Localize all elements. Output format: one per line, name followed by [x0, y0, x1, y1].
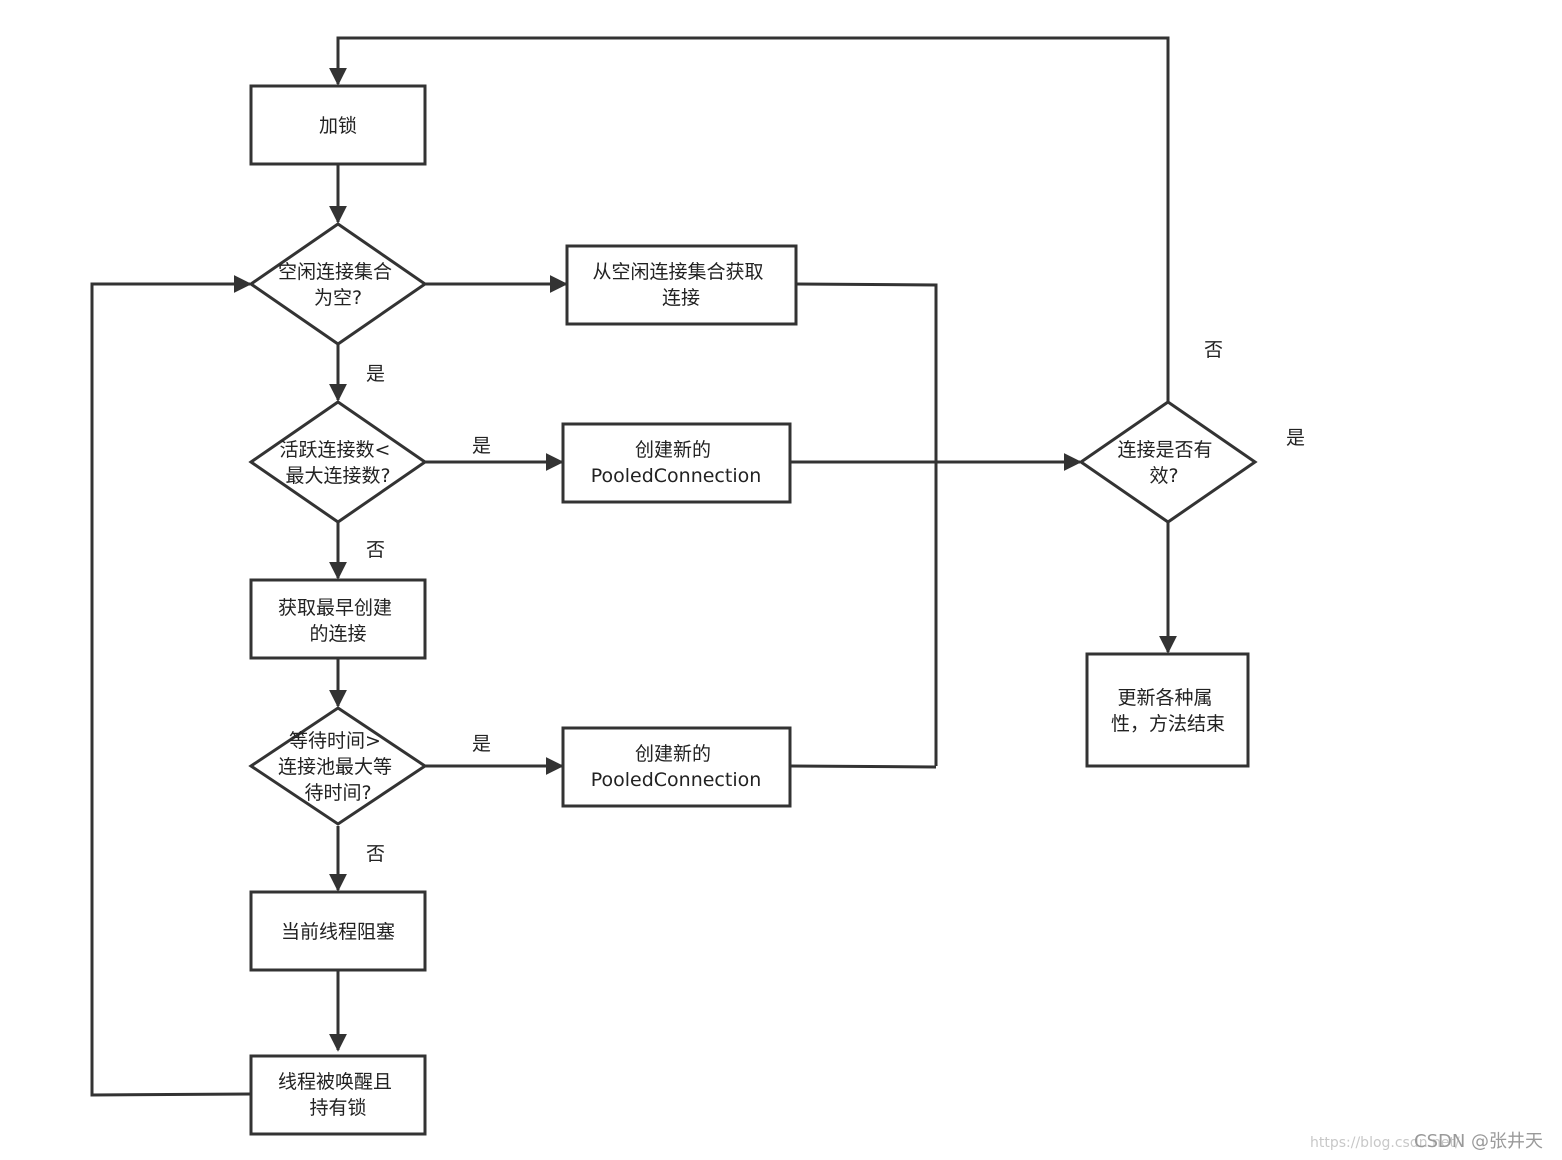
node-text-line: 为空? — [314, 287, 362, 309]
process-box — [249, 578, 427, 660]
edge-get-idle-to-merge — [795, 282, 938, 766]
node-text: 线程被唤醒且 持有锁 — [278, 1071, 398, 1119]
decision-idle-empty: 空闲连接集合 为空? — [248, 222, 428, 346]
label-valid-no: 否 — [1204, 339, 1223, 361]
decision-diamond — [1078, 400, 1258, 524]
node-text-line: 连接是否有 — [1117, 439, 1212, 461]
watermark-url: https://blog.csdn.net/ — [1310, 1135, 1460, 1151]
node-text: 等待时间> 连接池最大等 待时间? — [278, 730, 398, 804]
node-text-line: 连接 — [662, 287, 700, 309]
node-create-new-2: 创建新的 PooledConnection — [561, 726, 792, 808]
node-text-line: 最大连接数? — [285, 465, 390, 487]
node-text: 加锁 — [319, 115, 357, 137]
node-text: 更新各种属 性，方法结束 — [1111, 687, 1225, 735]
label-active-no: 否 — [366, 539, 385, 561]
node-text-line: 创建新的 — [635, 439, 711, 461]
node-text-line: 当前线程阻塞 — [281, 921, 395, 943]
edge-valid-check-loop-to-lock — [329, 36, 1170, 402]
node-text-line: PooledConnection — [591, 465, 762, 487]
process-box — [249, 890, 427, 972]
label-wait-yes: 是 — [472, 733, 491, 755]
node-text-line: 持有锁 — [309, 1097, 366, 1119]
edge-woken-loop-to-idle-check — [90, 275, 252, 1097]
node-text-line: 效? — [1149, 465, 1178, 487]
decision-diamond — [248, 222, 428, 346]
node-text-line: 等待时间> — [289, 730, 381, 752]
node-create-new-1: 创建新的 PooledConnection — [561, 422, 792, 504]
node-text-line: 从空闲连接集合获取 — [592, 261, 763, 283]
connectors — [90, 36, 1177, 1097]
label-valid-yes: 是 — [1286, 427, 1305, 449]
node-text-line: 待时间? — [304, 782, 371, 804]
process-box — [565, 244, 798, 326]
node-block-thread: 当前线程阻塞 — [249, 890, 427, 972]
node-get-oldest: 获取最早创建 的连接 — [249, 578, 427, 660]
node-text-line: 空闲连接集合 — [278, 261, 392, 283]
node-text: 空闲连接集合 为空? — [278, 261, 398, 309]
edge-create-new-2-to-merge — [789, 764, 937, 769]
watermark: https://blog.csdn.net/ CSDN @张井天 — [1310, 1131, 1543, 1152]
node-text: 创建新的 PooledConnection — [591, 743, 762, 791]
node-text: 从空闲连接集合获取 连接 — [592, 261, 769, 309]
node-text-line: 获取最早创建 — [278, 597, 392, 619]
label-wait-no: 否 — [366, 843, 385, 865]
node-text: 连接是否有 效? — [1117, 439, 1218, 487]
process-box — [561, 422, 792, 504]
label-active-yes: 是 — [472, 435, 491, 457]
node-text: 获取最早创建 的连接 — [278, 597, 398, 645]
node-update-props: 更新各种属 性，方法结束 — [1085, 652, 1250, 768]
process-box — [561, 726, 792, 808]
decision-active-lt-max: 活跃连接数< 最大连接数? — [248, 400, 428, 524]
node-text-line: 活跃连接数< — [280, 439, 391, 461]
edge-labels: 是 是 否 是 否 否 是 — [366, 339, 1305, 865]
node-text-line: 创建新的 — [635, 743, 711, 765]
node-text-line: 的连接 — [309, 623, 366, 645]
node-thread-woken: 线程被唤醒且 持有锁 — [249, 1054, 427, 1136]
decision-diamond — [248, 400, 428, 524]
node-text-line: PooledConnection — [591, 769, 762, 791]
node-text: 活跃连接数< 最大连接数? — [280, 439, 397, 487]
node-text: 当前线程阻塞 — [281, 921, 395, 943]
process-box — [249, 1054, 427, 1136]
watermark-brand: CSDN @张井天 — [1414, 1131, 1543, 1152]
decision-diamond — [248, 706, 428, 826]
process-box — [249, 84, 427, 166]
process-box — [1085, 652, 1250, 768]
label-idle-empty-yes: 是 — [366, 363, 385, 385]
node-text-line: 线程被唤醒且 — [278, 1071, 392, 1093]
node-get-idle: 从空闲连接集合获取 连接 — [565, 244, 798, 326]
node-lock: 加锁 — [249, 84, 427, 166]
decision-wait-gt-max: 等待时间> 连接池最大等 待时间? — [248, 706, 428, 826]
node-text-line: 加锁 — [319, 115, 357, 137]
node-text-line: 更新各种属 — [1117, 687, 1212, 709]
node-text-line: 性，方法结束 — [1111, 713, 1225, 735]
decision-conn-valid: 连接是否有 效? — [1078, 400, 1258, 524]
node-text-line: 连接池最大等 — [278, 756, 392, 778]
node-text: 创建新的 PooledConnection — [591, 439, 762, 487]
